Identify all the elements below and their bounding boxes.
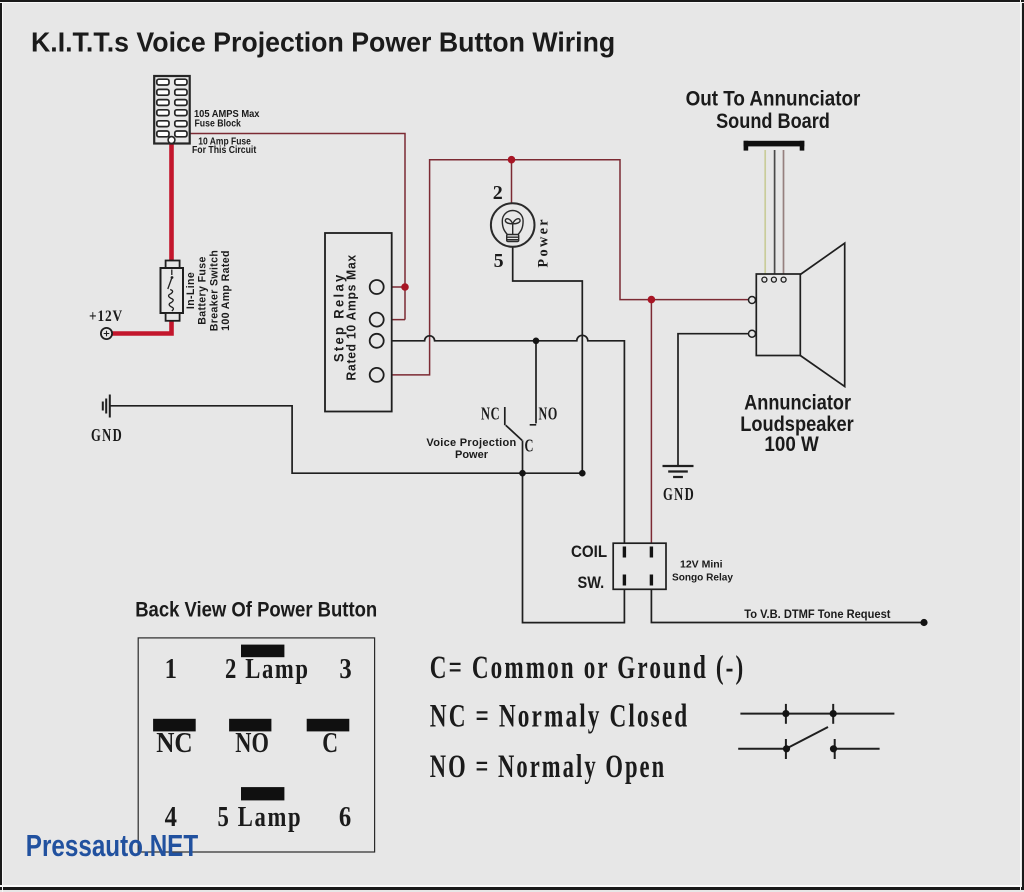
svg-text:Out To Annunciator: Out To Annunciator [686, 88, 861, 111]
svg-text:GND: GND [663, 485, 695, 505]
svg-text:NC: NC [156, 727, 192, 759]
svg-text:In-Line: In-Line [185, 272, 197, 309]
svg-text:C: C [525, 437, 534, 457]
svg-text:NO = Normaly Open: NO = Normaly Open [430, 749, 666, 785]
svg-text:To V.B. DTMF Tone Request: To V.B. DTMF Tone Request [744, 609, 890, 621]
svg-text:1: 1 [165, 654, 177, 685]
svg-text:5 Lamp: 5 Lamp [218, 801, 303, 833]
svg-text:Power: Power [535, 217, 551, 268]
svg-text:COIL: COIL [571, 542, 607, 561]
svg-text:3: 3 [339, 654, 351, 685]
svg-text:Sound Board: Sound Board [716, 110, 830, 134]
svg-text:Pressauto.NET: Pressauto.NET [26, 828, 198, 863]
svg-text:Annunciator: Annunciator [744, 391, 851, 415]
svg-text:5: 5 [494, 250, 504, 272]
svg-text:Power: Power [455, 449, 489, 461]
svg-text:105 AMPS Max: 105 AMPS Max [194, 109, 260, 121]
svg-text:Loudspeaker: Loudspeaker [740, 413, 854, 436]
svg-text:12V Mini: 12V Mini [680, 559, 723, 571]
svg-text:For This Circuit: For This Circuit [192, 144, 257, 156]
svg-text:Rated 10 Amps Max: Rated 10 Amps Max [344, 254, 358, 380]
svg-text:4: 4 [165, 802, 177, 833]
svg-text:100 W: 100 W [764, 433, 819, 456]
svg-text:Fuse Block: Fuse Block [195, 118, 242, 130]
svg-text:10 Amp Fuse: 10 Amp Fuse [198, 136, 251, 148]
svg-text:6: 6 [339, 802, 351, 833]
svg-text:Breaker Switch: Breaker Switch [208, 250, 220, 331]
svg-text:SW.: SW. [578, 574, 605, 592]
svg-text:Back View Of Power Button: Back View Of Power Button [135, 598, 377, 621]
svg-text:C: C [322, 729, 338, 759]
svg-text:K.I.T.T.s Voice Projection Pow: K.I.T.T.s Voice Projection Power Button … [31, 26, 615, 58]
svg-text:2 Lamp: 2 Lamp [225, 653, 310, 685]
svg-text:Battery Fuse: Battery Fuse [196, 256, 208, 324]
svg-text:2: 2 [493, 182, 503, 204]
svg-text:NC = Normaly Closed: NC = Normaly Closed [430, 699, 690, 735]
svg-text:Songo Relay: Songo Relay [672, 572, 733, 583]
svg-text:NC: NC [481, 404, 500, 424]
svg-text:+12V: +12V [89, 308, 123, 325]
svg-text:NO: NO [235, 728, 269, 759]
svg-text:C= Common or Ground (-): C= Common or Ground (-) [430, 650, 746, 686]
svg-text:GND: GND [91, 426, 123, 446]
svg-text:NO: NO [539, 405, 558, 424]
svg-text:Step Relay: Step Relay [331, 272, 347, 362]
svg-text:100 Amp Rated: 100 Amp Rated [220, 250, 232, 331]
svg-text:Voice Projection: Voice Projection [426, 437, 516, 449]
